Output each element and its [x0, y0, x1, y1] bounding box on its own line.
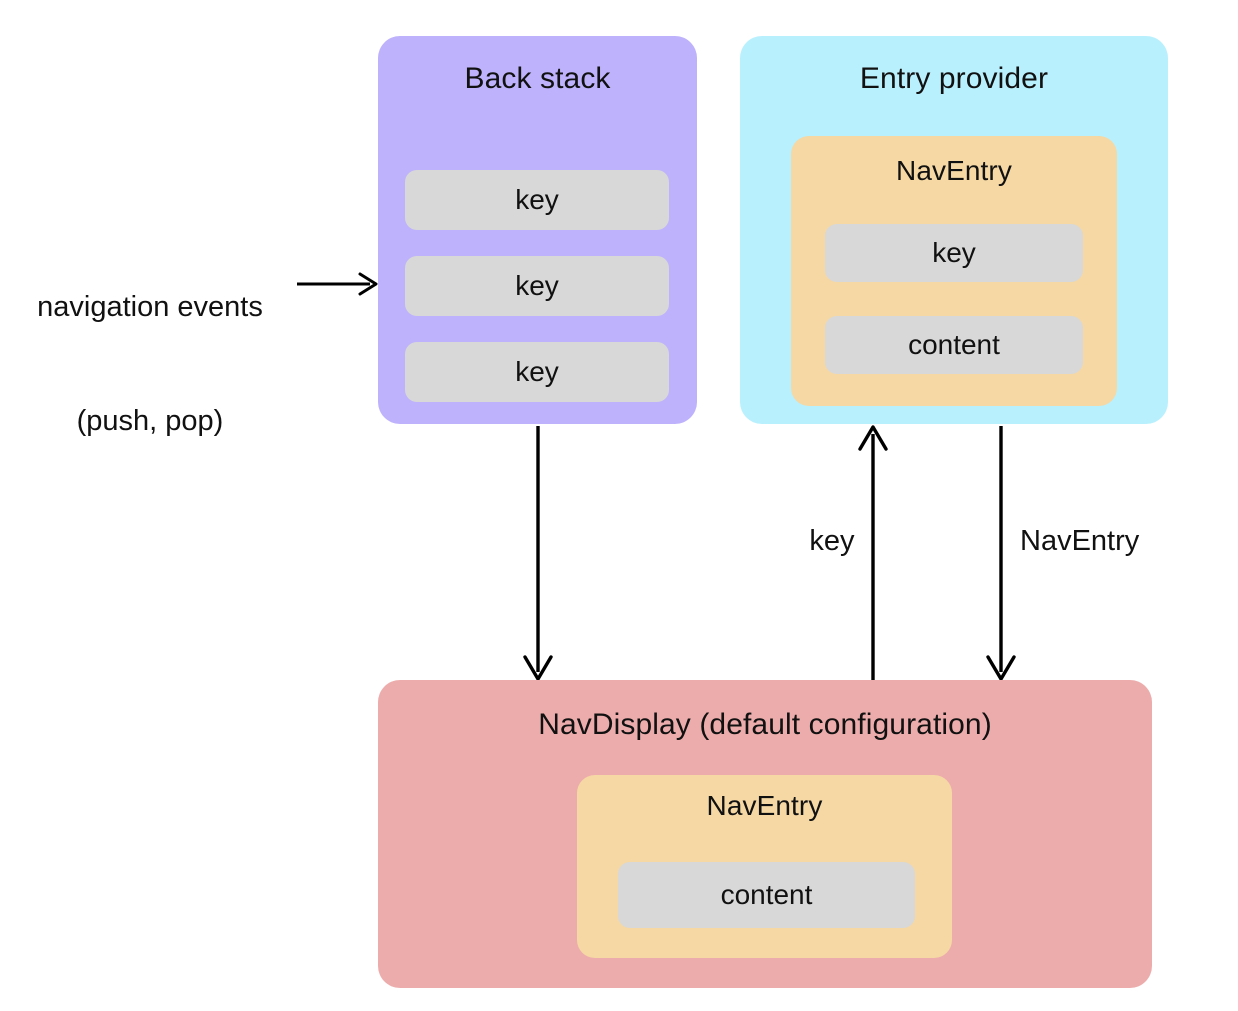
nav-display-nav-entry-box[interactable]: NavEntry content [577, 775, 952, 958]
arrow-navigation-events-to-back-stack [297, 272, 378, 296]
navigation-events-line-2: (push, pop) [76, 405, 224, 437]
entry-provider-nav-entry-title: NavEntry [896, 155, 1012, 186]
arrow-back-stack-to-nav-display [523, 426, 553, 681]
back-stack-key-chip[interactable]: key [405, 256, 669, 316]
navigation-events-label: navigation events (push, pop) [8, 212, 292, 516]
entry-provider-content-chip[interactable]: content [825, 316, 1083, 374]
edge-label-naventry: NavEntry [1020, 525, 1140, 557]
nav-display-content-label: content [720, 879, 813, 910]
back-stack-title: Back stack [464, 62, 611, 95]
back-stack-key-chip[interactable]: key [405, 170, 669, 230]
back-stack-box[interactable]: Back stack key key key [378, 36, 697, 424]
entry-provider-box[interactable]: Entry provider NavEntry key content [740, 36, 1168, 424]
nav-display-box[interactable]: NavDisplay (default configuration) NavEn… [378, 680, 1152, 988]
navigation-events-line-1: navigation events [37, 291, 263, 323]
back-stack-key-label: key [515, 356, 559, 387]
entry-provider-key-chip[interactable]: key [825, 224, 1083, 282]
entry-provider-key-label: key [932, 237, 976, 268]
edge-label-key: key [809, 525, 855, 557]
entry-provider-title: Entry provider [859, 62, 1049, 95]
arrow-entry-provider-to-nav-display [986, 426, 1016, 681]
back-stack-key-label: key [515, 270, 559, 301]
nav-display-nav-entry-title: NavEntry [706, 790, 823, 821]
entry-provider-content-label: content [908, 329, 1000, 360]
nav-display-title: NavDisplay (default configuration) [538, 708, 992, 741]
nav-display-content-chip[interactable]: content [618, 862, 915, 928]
back-stack-key-label: key [515, 184, 559, 215]
entry-provider-nav-entry-box[interactable]: NavEntry key content [791, 136, 1117, 406]
back-stack-key-chip[interactable]: key [405, 342, 669, 402]
